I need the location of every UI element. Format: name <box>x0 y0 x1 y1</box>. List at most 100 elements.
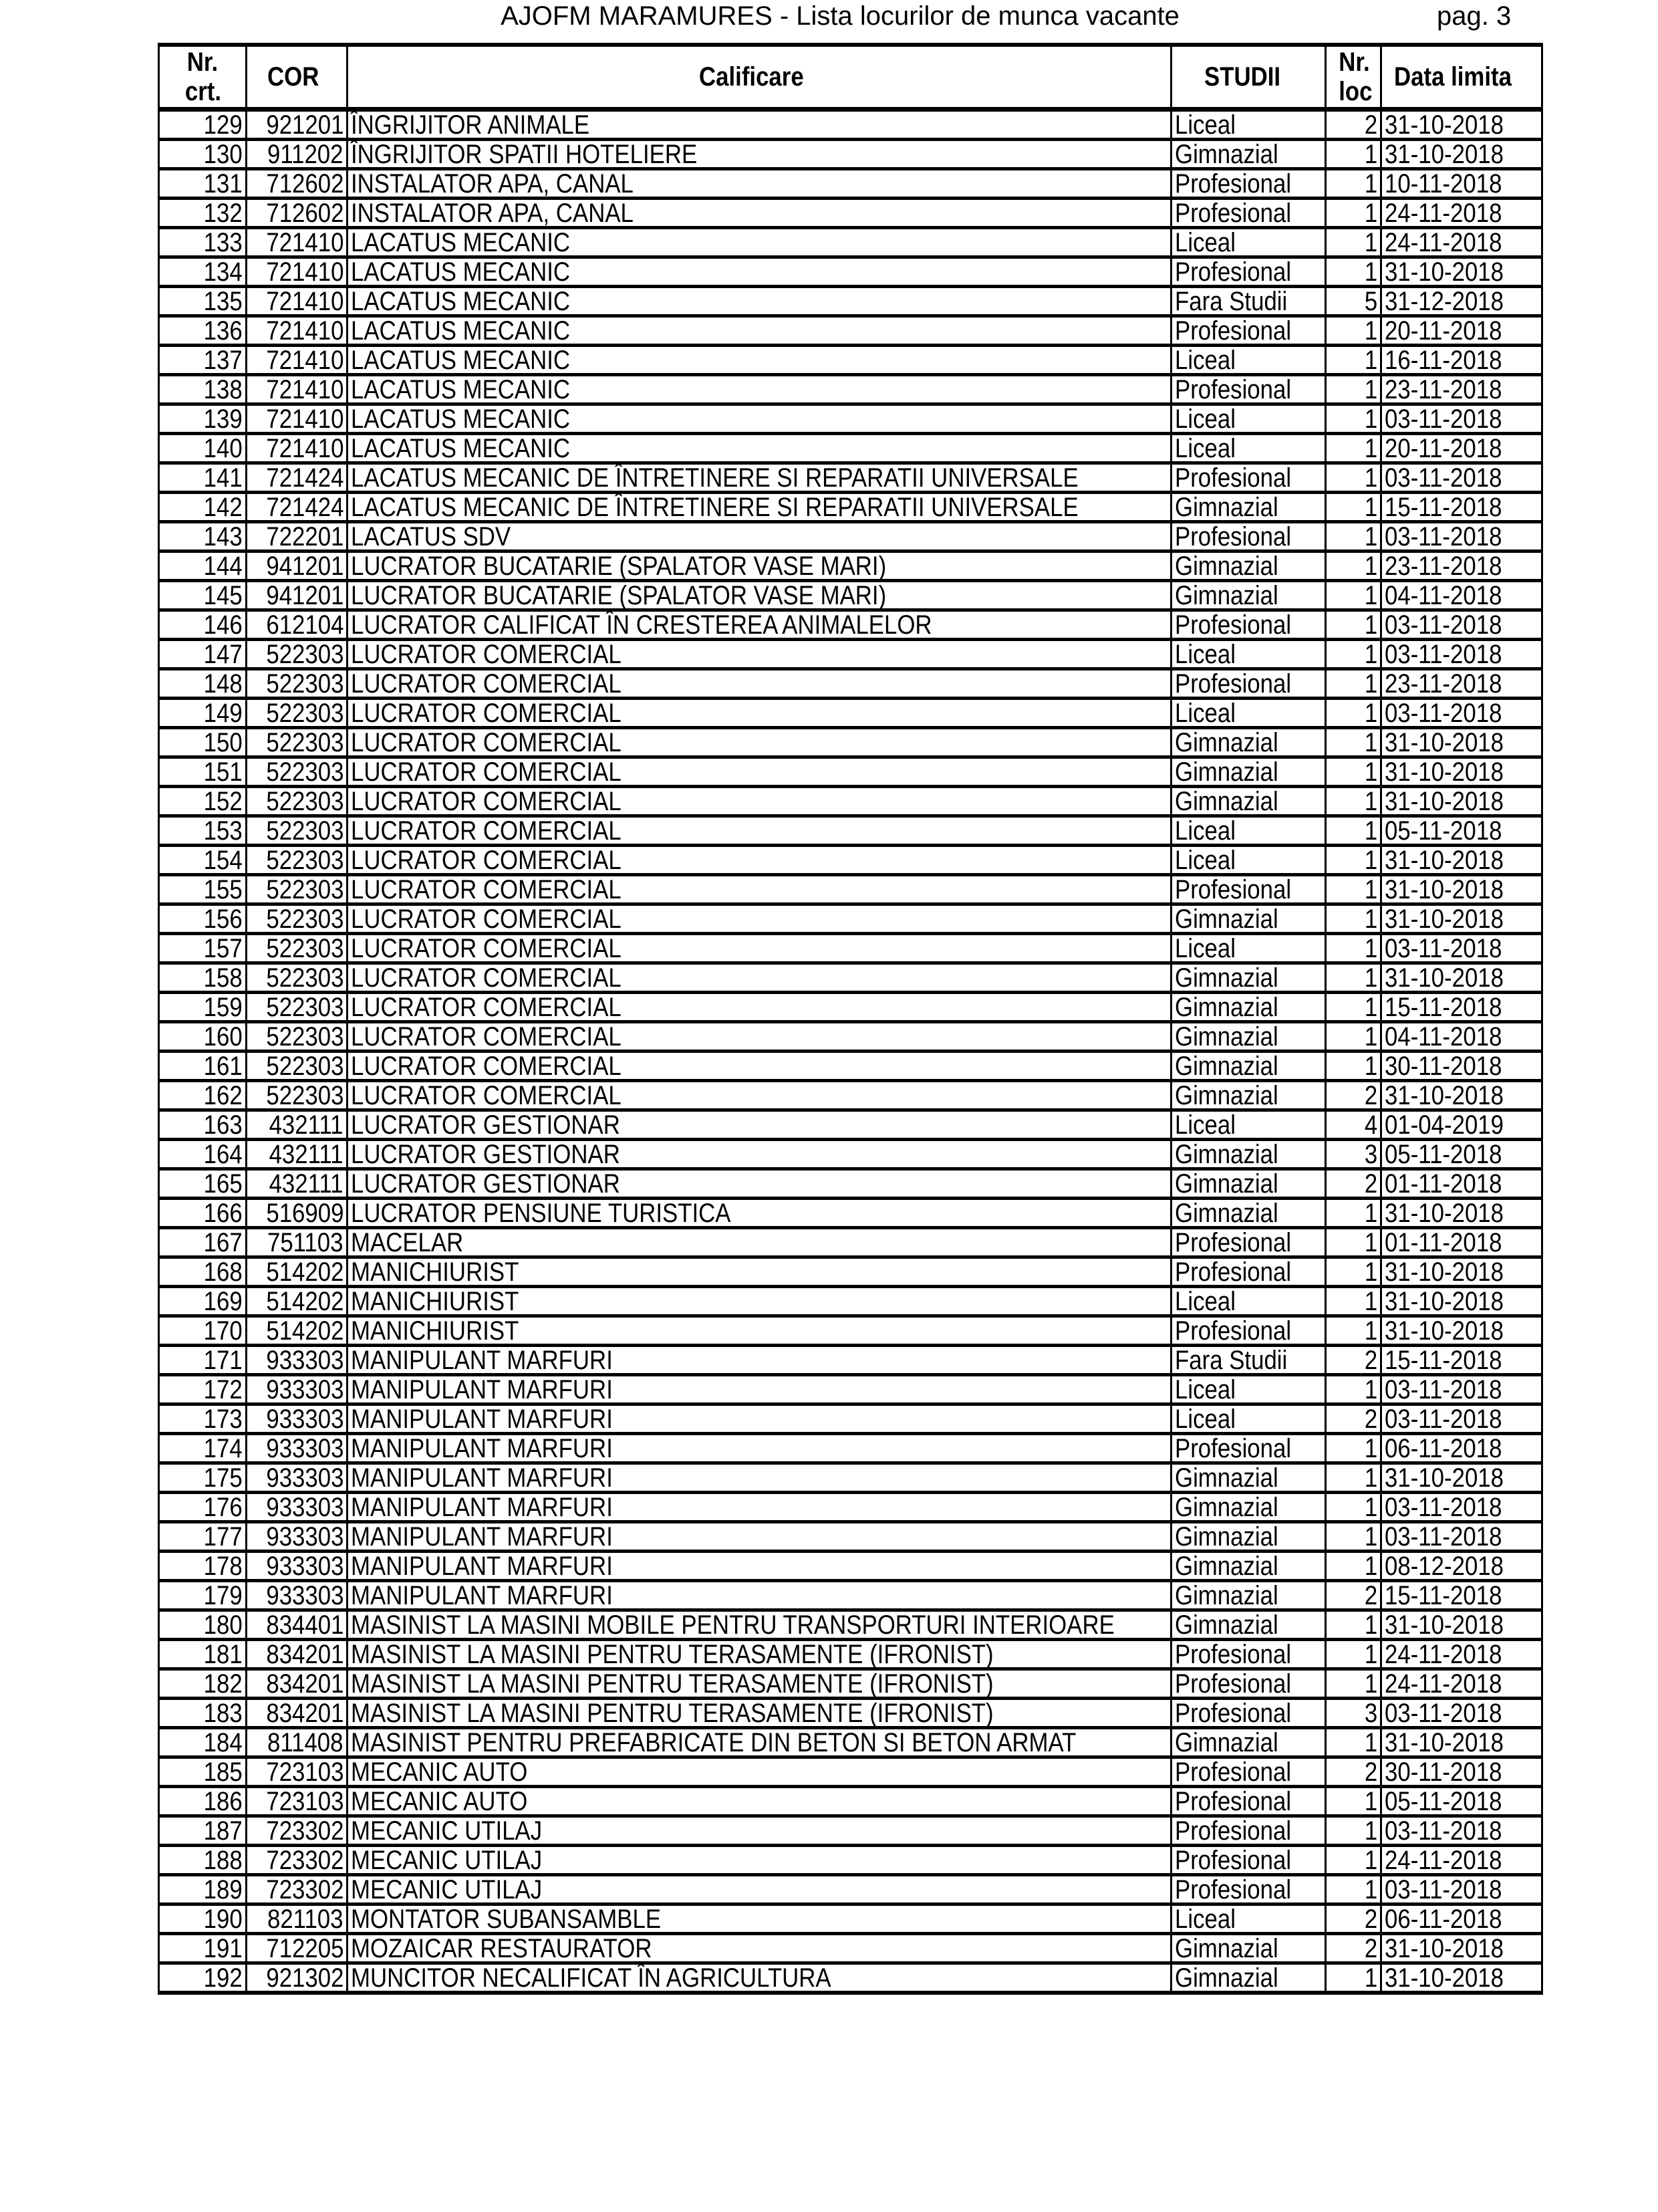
cell-data-limita: 31-12-2018 <box>1380 285 1543 318</box>
cell-nr-loc: 1 <box>1325 1373 1382 1406</box>
cell-cor: 522303 <box>245 697 348 729</box>
cell-nr-crt: 160 <box>158 1020 247 1053</box>
cell-cor: 933303 <box>245 1550 348 1582</box>
cell-nr-crt: 189 <box>158 1873 247 1906</box>
cell-nr-loc: 1 <box>1325 902 1382 935</box>
cell-cor: 721410 <box>245 373 348 406</box>
cell-cor: 723103 <box>245 1755 348 1788</box>
cell-calificare: MECANIC AUTO <box>346 1785 1172 1818</box>
cell-studii: Liceal <box>1170 697 1327 729</box>
cell-data-limita: 03-11-2018 <box>1380 608 1543 641</box>
header-nr-loc: Nr. loc <box>1325 43 1382 112</box>
cell-studii: Gimnazial <box>1170 1608 1327 1641</box>
cell-nr-crt: 130 <box>158 138 247 170</box>
cell-calificare: LUCRATOR CALIFICAT ÎN CRESTEREA ANIMALEL… <box>346 608 1172 641</box>
cell-cor: 721410 <box>245 285 348 318</box>
cell-calificare: LACATUS MECANIC DE ÎNTRETINERE SI REPARA… <box>346 461 1172 494</box>
cell-data-limita: 31-10-2018 <box>1380 1255 1543 1288</box>
cell-nr-crt: 185 <box>158 1755 247 1788</box>
cell-cor: 612104 <box>245 608 348 641</box>
cell-studii: Liceal <box>1170 1285 1327 1318</box>
cell-cor: 721410 <box>245 402 348 435</box>
cell-cor: 722201 <box>245 520 348 553</box>
cell-nr-loc: 1 <box>1325 1520 1382 1553</box>
cell-calificare: LUCRATOR COMERCIAL <box>346 932 1172 965</box>
cell-studii: Liceal <box>1170 932 1327 965</box>
cell-calificare: LUCRATOR COMERCIAL <box>346 814 1172 847</box>
cell-studii: Gimnazial <box>1170 1197 1327 1229</box>
cell-cor: 432111 <box>245 1108 348 1141</box>
cell-nr-loc: 1 <box>1325 814 1382 847</box>
cell-nr-crt: 133 <box>158 226 247 259</box>
cell-calificare: MANIPULANT MARFURI <box>346 1550 1172 1582</box>
cell-calificare: MASINIST LA MASINI PENTRU TERASAMENTE (I… <box>346 1638 1172 1671</box>
cell-calificare: ÎNGRIJITOR ANIMALE <box>346 108 1172 141</box>
cell-data-limita: 31-10-2018 <box>1380 844 1543 876</box>
cell-nr-loc: 1 <box>1325 491 1382 523</box>
cell-calificare: LACATUS MECANIC <box>346 285 1172 318</box>
cell-cor: 933303 <box>245 1432 348 1465</box>
cell-studii: Profesional <box>1170 520 1327 553</box>
cell-nr-crt: 149 <box>158 697 247 729</box>
cell-cor: 522303 <box>245 726 348 759</box>
cell-calificare: INSTALATOR APA, CANAL <box>346 197 1172 229</box>
cell-nr-loc: 1 <box>1325 549 1382 582</box>
cell-data-limita: 15-11-2018 <box>1380 991 1543 1023</box>
cell-nr-loc: 1 <box>1325 1491 1382 1523</box>
cell-studii: Profesional <box>1170 1814 1327 1847</box>
cell-data-limita: 03-11-2018 <box>1380 697 1543 729</box>
cell-cor: 933303 <box>245 1373 348 1406</box>
cell-calificare: LUCRATOR BUCATARIE (SPALATOR VASE MARI) <box>346 549 1172 582</box>
cell-data-limita: 31-10-2018 <box>1380 902 1543 935</box>
cell-nr-loc: 2 <box>1325 1344 1382 1376</box>
cell-cor: 834201 <box>245 1638 348 1671</box>
cell-nr-crt: 144 <box>158 549 247 582</box>
cell-calificare: LUCRATOR COMERCIAL <box>346 902 1172 935</box>
cell-studii: Liceal <box>1170 1402 1327 1435</box>
cell-nr-loc: 1 <box>1325 520 1382 553</box>
cell-studii: Profesional <box>1170 1755 1327 1788</box>
cell-nr-crt: 181 <box>158 1638 247 1671</box>
header-nr-crt: Nr. crt. <box>158 43 247 112</box>
cell-cor: 432111 <box>245 1167 348 1200</box>
cell-cor: 712602 <box>245 197 348 229</box>
cell-data-limita: 06-11-2018 <box>1380 1432 1543 1465</box>
cell-calificare: LUCRATOR COMERCIAL <box>346 726 1172 759</box>
cell-data-limita: 04-11-2018 <box>1380 579 1543 612</box>
cell-cor: 721424 <box>245 491 348 523</box>
cell-nr-loc: 1 <box>1325 1432 1382 1465</box>
cell-cor: 933303 <box>245 1461 348 1494</box>
cell-studii: Gimnazial <box>1170 1961 1327 1995</box>
cell-nr-crt: 147 <box>158 638 247 670</box>
cell-nr-crt: 155 <box>158 873 247 906</box>
cell-cor: 723302 <box>245 1814 348 1847</box>
cell-cor: 933303 <box>245 1402 348 1435</box>
cell-studii: Gimnazial <box>1170 1079 1327 1112</box>
cell-calificare: MANICHIURIST <box>346 1285 1172 1318</box>
cell-calificare: MOZAICAR RESTAURATOR <box>346 1932 1172 1965</box>
cell-data-limita: 05-11-2018 <box>1380 814 1543 847</box>
cell-calificare: LUCRATOR COMERCIAL <box>346 1079 1172 1112</box>
cell-calificare: MANIPULANT MARFURI <box>346 1491 1172 1523</box>
cell-nr-crt: 143 <box>158 520 247 553</box>
cell-data-limita: 06-11-2018 <box>1380 1902 1543 1935</box>
cell-nr-loc: 1 <box>1325 1844 1382 1876</box>
cell-calificare: LUCRATOR COMERCIAL <box>346 844 1172 876</box>
cell-cor: 921201 <box>245 108 348 141</box>
cell-nr-crt: 171 <box>158 1344 247 1376</box>
cell-calificare: LACATUS MECANIC <box>346 432 1172 465</box>
cell-cor: 933303 <box>245 1344 348 1376</box>
